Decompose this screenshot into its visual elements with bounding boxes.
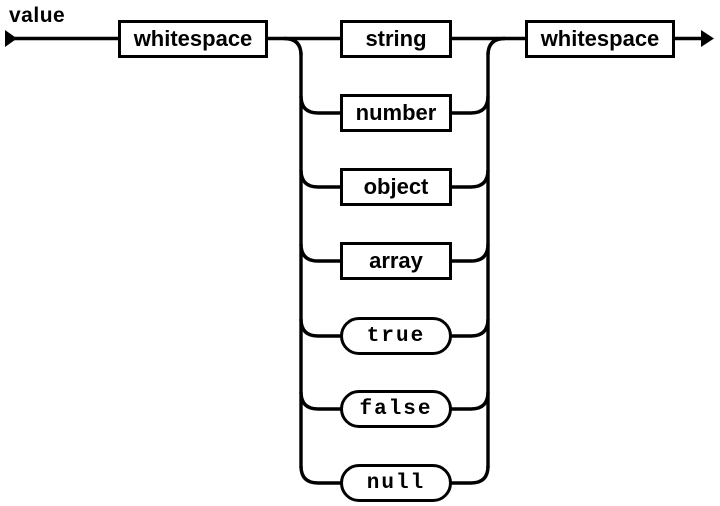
node-label: true [366, 324, 426, 348]
node-object: object [340, 168, 452, 206]
end-arrow-icon [701, 30, 714, 47]
branch-curve-true-right [451, 318, 490, 338]
node-label: object [363, 174, 429, 199]
branch-curve-array-right [451, 243, 490, 263]
branch-curve-false-right [451, 391, 490, 411]
diagram-title: value [9, 4, 66, 27]
node-label: number [355, 100, 437, 125]
branch-curve-true-left [299, 318, 341, 338]
node-array: array [340, 242, 452, 280]
branch-curve-object-right [451, 169, 490, 189]
branch-curve-number-left [299, 95, 341, 115]
node-false: false [340, 390, 452, 428]
node-string: string [340, 20, 452, 58]
branch-curve-null-right [451, 465, 490, 485]
node-label: whitespace [133, 26, 253, 51]
node-null: null [340, 464, 452, 502]
node-whitespace-after: whitespace [525, 20, 675, 58]
node-label: whitespace [540, 26, 660, 51]
branch-curve-false-left [299, 391, 341, 411]
node-label: string [365, 26, 427, 51]
branch-curve-object-left [299, 169, 341, 189]
node-label: null [366, 471, 426, 495]
branch-curve-array-left [299, 243, 341, 263]
branch-curve-number-right [451, 95, 490, 115]
node-whitespace-before: whitespace [118, 20, 268, 58]
start-arrow-icon [5, 30, 17, 47]
branch-split-curve [283, 36, 303, 56]
branch-merge-curve [486, 36, 506, 56]
node-label: array [369, 248, 423, 273]
branch-curve-null-left [299, 465, 341, 485]
node-label: false [359, 397, 433, 421]
node-true: true [340, 317, 452, 355]
node-number: number [340, 94, 452, 132]
